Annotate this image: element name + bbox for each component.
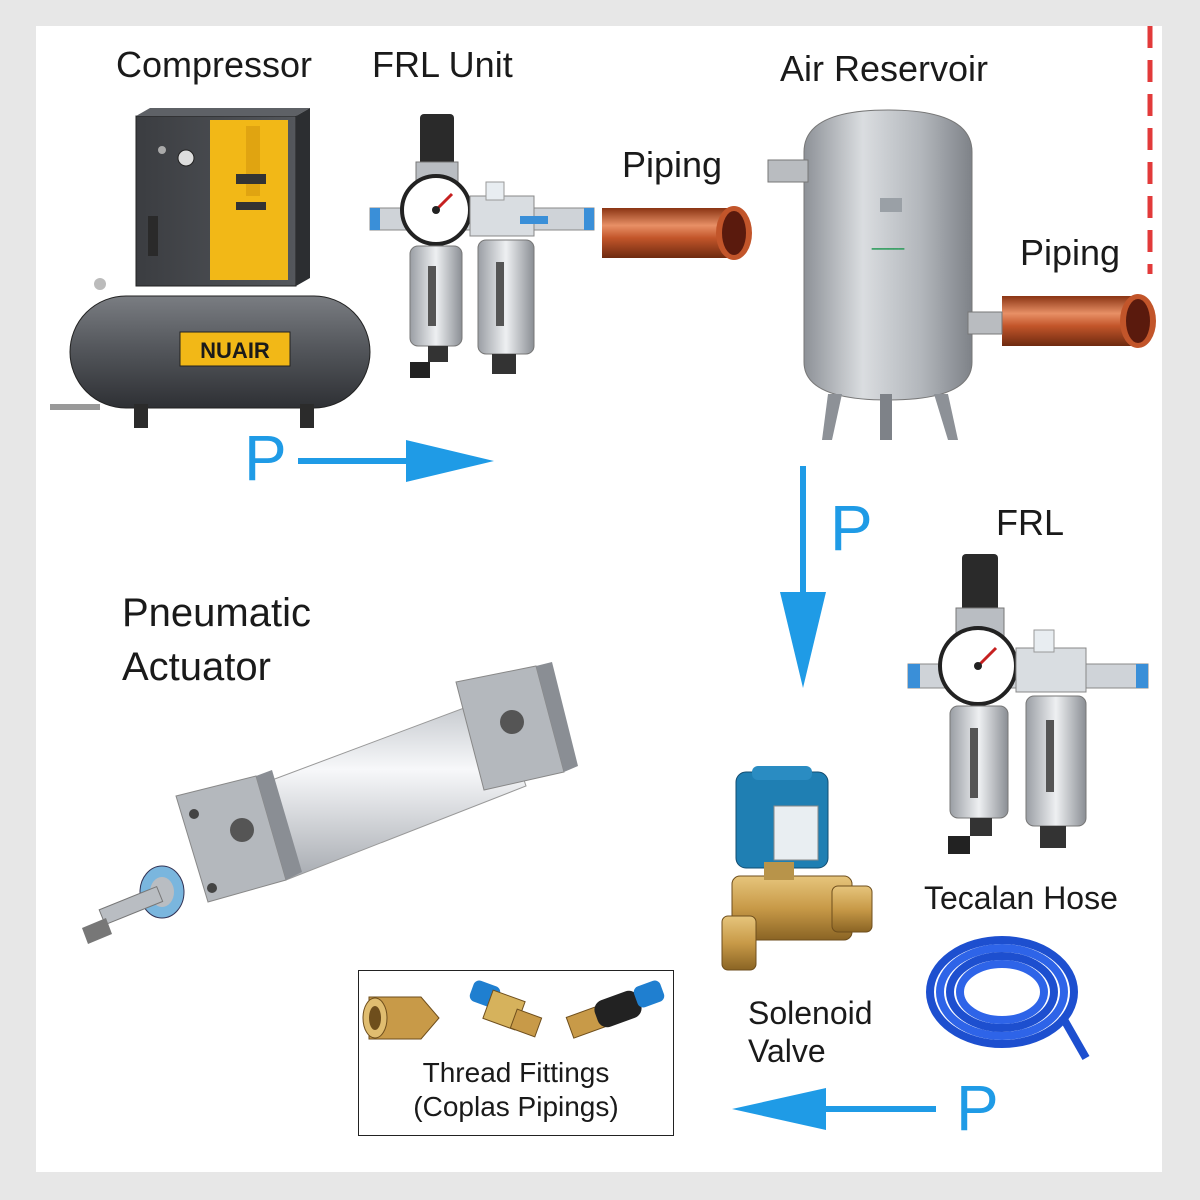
- frl-label: FRL: [996, 502, 1065, 543]
- piping-label-2: Piping: [1020, 232, 1121, 273]
- tecalan-hose-label: Tecalan Hose: [924, 880, 1118, 916]
- pressure-label-3: P: [956, 1072, 999, 1144]
- frl-unit-label: FRL Unit: [372, 44, 513, 85]
- solenoid-valve-label: Solenoid Valve: [748, 995, 873, 1069]
- pneumatic-actuator-illustration: [82, 662, 578, 944]
- red-dashed-boundary: [1147, 26, 1153, 274]
- copper-pipe-2: [1002, 294, 1156, 348]
- copper-pipe-1: [602, 206, 752, 260]
- air-reservoir-label: Air Reservoir: [780, 48, 989, 89]
- thread-fittings-box: Thread Fittings (Coplas Pipings): [358, 970, 674, 1136]
- air-reservoir-illustration: ━━━━━━: [767, 109, 1003, 440]
- flow-arrow-right: [298, 440, 494, 482]
- compressor-label: Compressor: [116, 44, 313, 85]
- flow-arrow-down: [780, 466, 826, 688]
- pneumatic-actuator-label: Pneumatic Actuator: [122, 591, 311, 689]
- brass-coupling-icon: [362, 996, 440, 1040]
- flow-arrow-left: [732, 1088, 936, 1130]
- piping-label-1: Piping: [622, 144, 723, 185]
- reservoir-brand-mark: ━━━━━━: [871, 244, 905, 254]
- diagram-canvas: Compressor FRL Unit Air Reservoir Piping…: [36, 26, 1162, 1172]
- nuair-badge: NUAIR: [200, 338, 270, 363]
- push-fitting-elbow-icon: [565, 980, 665, 1039]
- frl-illustration: [907, 554, 1149, 854]
- frl-unit-illustration: [369, 114, 595, 378]
- thread-fittings-label: Thread Fittings: [422, 1057, 610, 1088]
- pressure-label-1: P: [244, 422, 287, 494]
- solenoid-valve-illustration: [721, 766, 873, 971]
- push-fitting-straight-icon: [469, 980, 543, 1038]
- coplas-pipings-label: (Coplas Pipings): [413, 1091, 619, 1122]
- pressure-label-2: P: [830, 492, 873, 564]
- tecalan-hose-illustration: [926, 936, 1090, 1060]
- compressor-illustration: NUAIR: [50, 108, 371, 428]
